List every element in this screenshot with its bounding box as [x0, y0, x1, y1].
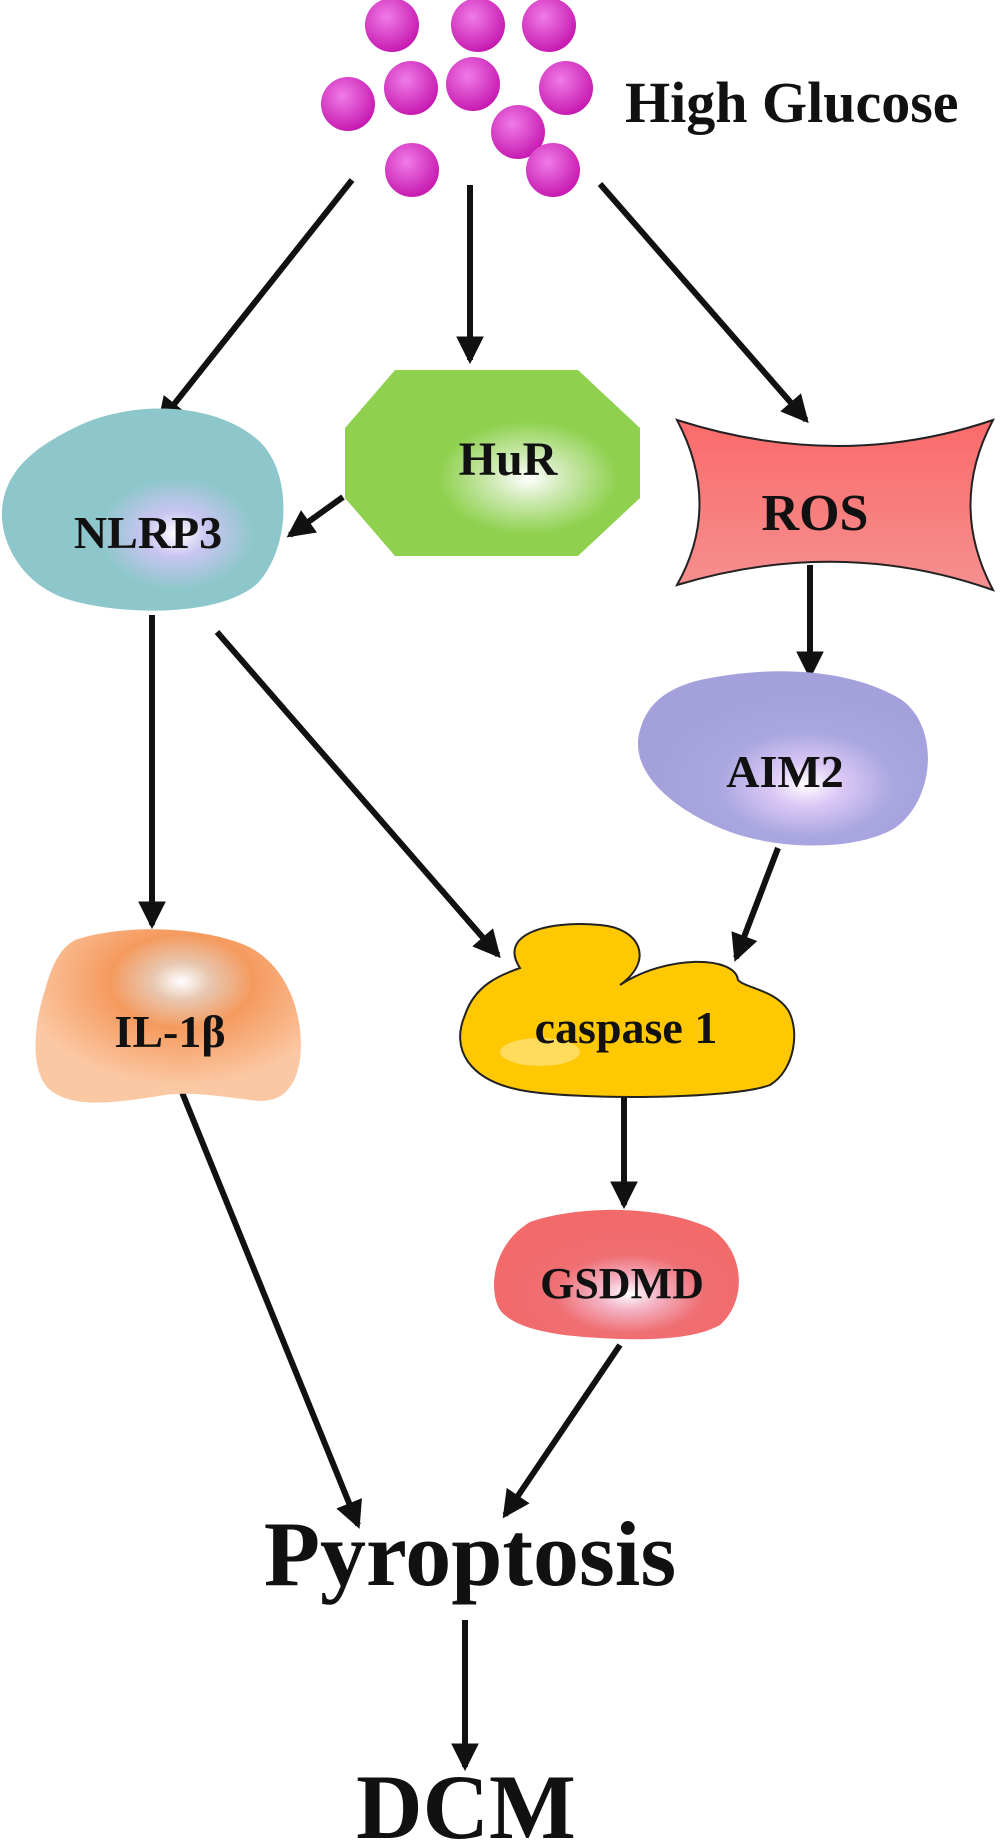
pathway-arrows [138, 178, 824, 1772]
il1b-node: IL-1β [35, 929, 301, 1103]
arrow-nlrp3-to-caspase1 [214, 630, 501, 959]
gsdmd-label: GSDMD [540, 1259, 704, 1308]
ros-label: ROS [762, 485, 869, 542]
gsdmd-node: GSDMD [493, 1209, 739, 1340]
arrow-glucose-to-nlrp3 [157, 178, 355, 426]
dcm-label: DCM [356, 1756, 576, 1844]
aim2-label: AIM2 [726, 746, 844, 797]
glucose-particles-icon [321, 0, 593, 197]
ros-node: ROS [674, 418, 996, 592]
arrow-il1b-to-pyroptosis [174, 1078, 362, 1529]
arrow-glucose-to-ros [597, 182, 809, 424]
nlrp3-label: NLRP3 [74, 507, 222, 558]
nlrp3-node: NLRP3 [1, 408, 284, 611]
caspase1-node: caspase 1 [459, 923, 796, 1098]
arrow-aim2-to-caspase1 [731, 846, 781, 962]
hur-label: HuR [459, 433, 559, 486]
caspase1-label: caspase 1 [535, 1002, 718, 1053]
hur-node: HuR [345, 370, 640, 556]
arrow-gsdmd-to-pyroptosis [502, 1343, 623, 1519]
pyroptosis-label: Pyroptosis [264, 1503, 676, 1605]
high-glucose-label: High Glucose [625, 70, 959, 135]
arrow-hur-to-nlrp3 [286, 494, 345, 538]
il1b-label: IL-1β [114, 1006, 225, 1057]
aim2-node: AIM2 [637, 671, 928, 846]
